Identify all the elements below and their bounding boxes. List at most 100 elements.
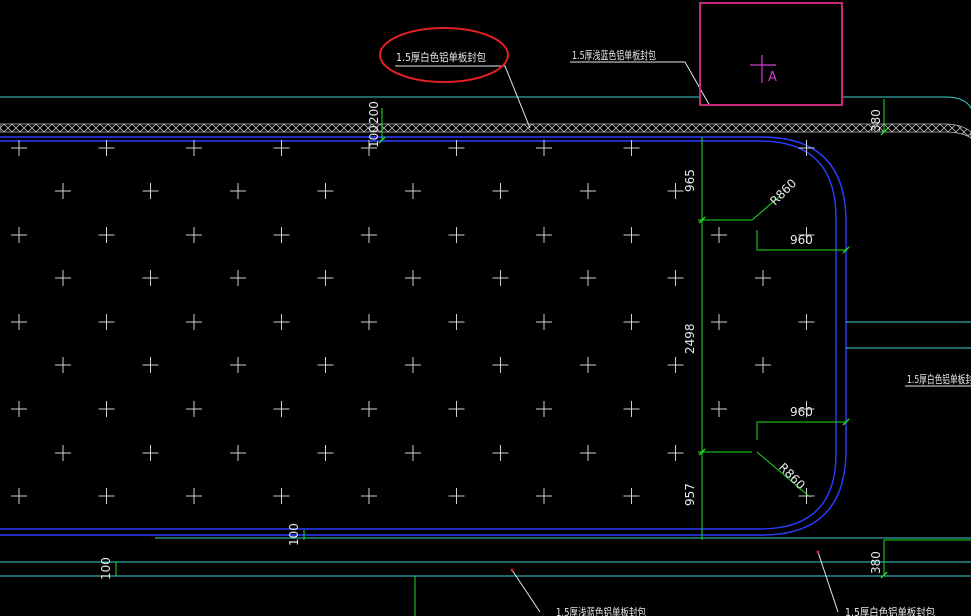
- grid-cross: [11, 227, 27, 243]
- grid-cross: [448, 227, 465, 243]
- grid-cross: [536, 227, 552, 243]
- grid-cross: [667, 445, 684, 461]
- grid-cross: [492, 357, 509, 373]
- grid-cross: [580, 270, 596, 286]
- dim-200: 200: [367, 101, 381, 124]
- grid-cross: [142, 357, 159, 373]
- dimension-ticks: [378, 128, 888, 579]
- grid-cross: [405, 183, 421, 199]
- dimension-lines: [115, 99, 971, 616]
- grid-cross: [317, 445, 334, 461]
- grid-cross: [317, 270, 334, 286]
- grid-cross: [55, 357, 71, 373]
- grid-cross: [230, 270, 246, 286]
- grid-cross: [186, 140, 202, 156]
- grid-cross: [273, 227, 290, 243]
- grid-cross: [98, 227, 115, 243]
- grid-cross: [623, 314, 640, 330]
- dim-957: 957: [683, 483, 697, 506]
- leader-dot: [816, 550, 820, 554]
- grid-cross: [623, 401, 640, 417]
- top-cyan-lines: [0, 96, 971, 109]
- grid-cross: [55, 445, 71, 461]
- grid-cross: [798, 140, 815, 156]
- dim-2498: 2498: [683, 323, 697, 354]
- grid-cross: [448, 401, 465, 417]
- grid-cross: [580, 183, 596, 199]
- grid-cross: [755, 357, 771, 373]
- grid-cross: [273, 314, 290, 330]
- grid-cross: [405, 357, 421, 373]
- grid-cross: [405, 270, 421, 286]
- annotation-bottom-right: 1.5厚白色铝单板封包: [845, 605, 935, 616]
- grid-cross: [798, 488, 815, 504]
- slot-outline: [0, 136, 847, 536]
- grid-cross: [667, 270, 684, 286]
- grid-cross: [448, 488, 465, 504]
- grid-cross: [230, 445, 246, 461]
- grid-cross: [273, 140, 290, 156]
- grid-cross: [711, 227, 727, 243]
- dim-r860-bottom: R860: [776, 460, 808, 492]
- grid-cross: [623, 488, 640, 504]
- grid-cross: [317, 357, 334, 373]
- grid-cross: [186, 314, 202, 330]
- grid-cross: [361, 314, 377, 330]
- dim-100-top: 100: [367, 125, 381, 148]
- dim-960-bottom: 960: [790, 405, 813, 419]
- grid-cross: [273, 488, 290, 504]
- grid-cross: [317, 183, 334, 199]
- grid-cross: [142, 445, 159, 461]
- grid-cross: [448, 314, 465, 330]
- cross-grid: [11, 140, 815, 504]
- grid-cross: [492, 270, 509, 286]
- grid-cross: [361, 140, 377, 156]
- grid-cross: [667, 357, 684, 373]
- grid-cross: [536, 140, 552, 156]
- dim-100-left: 100: [99, 557, 113, 580]
- right-extension-lines: [846, 321, 971, 349]
- grid-cross: [230, 183, 246, 199]
- grid-cross: [186, 488, 202, 504]
- grid-cross: [667, 183, 684, 199]
- grid-cross: [273, 401, 290, 417]
- highlight-ellipse[interactable]: [379, 27, 509, 83]
- grid-cross: [361, 401, 377, 417]
- grid-cross: [798, 401, 815, 417]
- hatched-band: [0, 123, 971, 139]
- grid-cross: [623, 140, 640, 156]
- grid-cross: [536, 401, 552, 417]
- grid-cross: [98, 488, 115, 504]
- grid-cross: [798, 314, 815, 330]
- grid-cross: [580, 445, 596, 461]
- grid-cross: [142, 183, 159, 199]
- grid-cross: [361, 227, 377, 243]
- dim-380-top: 380: [869, 109, 883, 132]
- leader-lines: [395, 61, 971, 613]
- grid-cross: [492, 183, 509, 199]
- grid-cross: [11, 314, 27, 330]
- grid-cross: [55, 270, 71, 286]
- grid-cross: [405, 445, 421, 461]
- grid-cross: [492, 445, 509, 461]
- grid-cross: [711, 314, 727, 330]
- section-marker-box[interactable]: [699, 2, 843, 106]
- annotation-top-right: 1.5厚浅蓝色铝单板封包: [572, 48, 656, 62]
- annotation-top-left: 1.5厚白色铝单板封包: [396, 50, 486, 64]
- grid-cross: [536, 488, 552, 504]
- grid-cross: [142, 270, 159, 286]
- dim-380-bottom: 380: [869, 551, 883, 574]
- annotation-bottom-left: 1.5厚浅蓝色铝单板封包: [556, 605, 646, 616]
- grid-cross: [536, 314, 552, 330]
- bottom-cyan-lines: [0, 537, 971, 577]
- grid-cross: [623, 227, 640, 243]
- grid-cross: [186, 401, 202, 417]
- dim-r860-top: R860: [767, 176, 799, 208]
- grid-cross: [98, 140, 115, 156]
- dim-100-mid: 100: [287, 523, 301, 546]
- leader-dot: [510, 568, 514, 572]
- grid-cross: [98, 401, 115, 417]
- grid-cross: [11, 140, 27, 156]
- grid-cross: [11, 488, 27, 504]
